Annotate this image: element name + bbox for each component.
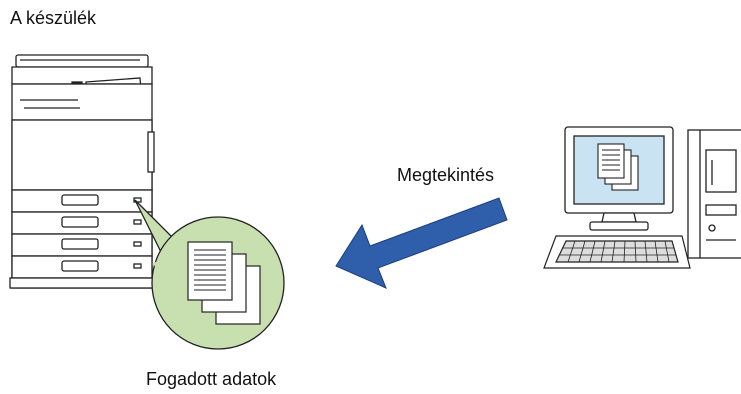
device-label: A készülék <box>10 8 97 28</box>
keyboard-icon <box>543 235 691 269</box>
received-data-label: Fogadott adatok <box>146 369 277 389</box>
arrow-icon <box>335 197 508 289</box>
documents-icon <box>187 241 261 325</box>
received-data-bubble <box>134 199 285 350</box>
tower-icon <box>687 129 741 259</box>
printer-icon <box>9 54 155 289</box>
view-label: Megtekintés <box>397 165 495 185</box>
computer-icon <box>564 126 674 231</box>
